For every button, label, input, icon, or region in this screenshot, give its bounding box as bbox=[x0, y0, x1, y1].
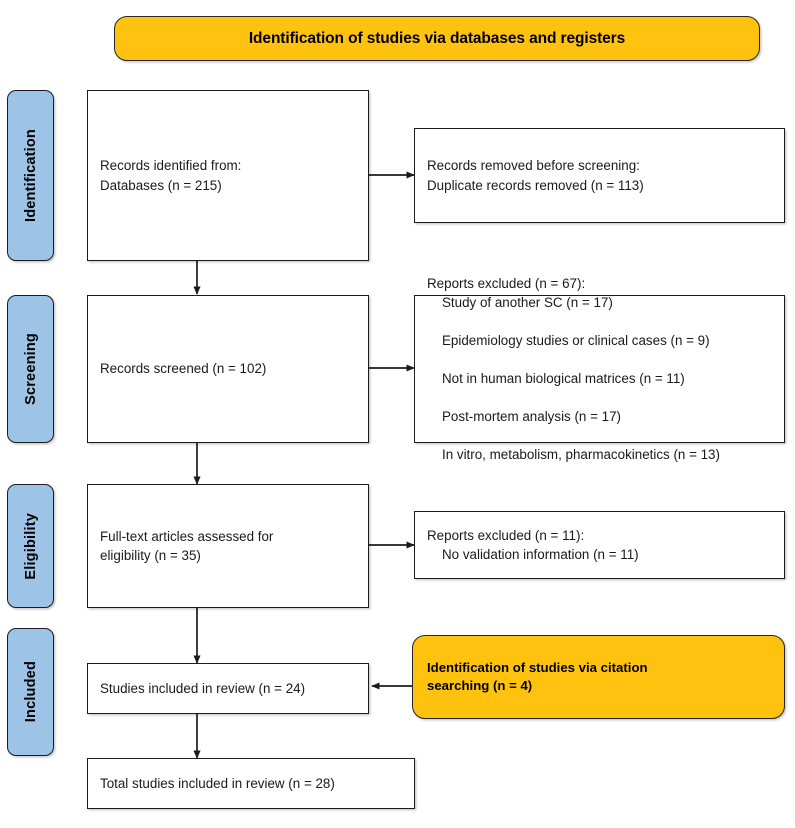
reports-excluded-screening-reason-2: Not in human biological matrices (n = 11… bbox=[442, 371, 685, 386]
box-citation-searching-text: Identification of studies via citation s… bbox=[427, 659, 648, 693]
box-studies-included: Studies included in review (n = 24) bbox=[87, 663, 369, 714]
box-citation-searching: Identification of studies via citation s… bbox=[412, 635, 785, 719]
box-total-included: Total studies included in review (n = 28… bbox=[87, 758, 415, 809]
box-records-identified: Records identified from: Databases (n = … bbox=[87, 90, 369, 261]
box-reports-excluded-screening: Reports excluded (n = 67): Study of anot… bbox=[414, 276, 785, 462]
stage-label-screening-text: Screening bbox=[22, 333, 39, 405]
reports-excluded-screening-reason-4: In vitro, metabolism, pharmacokinetics (… bbox=[442, 447, 720, 463]
box-records-screened: Records screened (n = 102) bbox=[87, 295, 369, 443]
box-records-removed-text: Records removed before screening: Duplic… bbox=[427, 158, 644, 193]
box-studies-included-text: Studies included in review (n = 24) bbox=[100, 680, 306, 696]
box-records-screened-text: Records screened (n = 102) bbox=[100, 361, 267, 377]
stage-label-eligibility-text: Eligibility bbox=[22, 512, 39, 580]
stage-label-included: Included bbox=[7, 628, 54, 756]
stage-label-identification: Identification bbox=[7, 90, 54, 261]
reports-excluded-screening-reason-0: Study of another SC (n = 17) bbox=[442, 294, 613, 310]
box-records-identified-text: Records identified from: Databases (n = … bbox=[100, 158, 242, 193]
reports-excluded-screening-heading: Reports excluded (n = 67): bbox=[427, 275, 586, 291]
reports-excluded-eligibility-heading: Reports excluded (n = 11): bbox=[427, 527, 585, 543]
box-fulltext-assessed-text: Full-text articles assessed for eligibil… bbox=[100, 528, 274, 563]
header-banner-label: Identification of studies via databases … bbox=[248, 29, 626, 47]
reports-excluded-screening-reason-1: Epidemiology studies or clinical cases (… bbox=[442, 332, 710, 348]
stage-label-included-text: Included bbox=[22, 661, 39, 723]
reports-excluded-eligibility-reason-0: No validation information (n = 11) bbox=[442, 547, 639, 562]
box-records-removed: Records removed before screening: Duplic… bbox=[414, 128, 785, 223]
box-reports-excluded-eligibility-body: Reports excluded (n = 11): No validation… bbox=[427, 507, 772, 583]
reports-excluded-screening-reason-3: Post-mortem analysis (n = 17) bbox=[442, 409, 621, 425]
box-fulltext-assessed: Full-text articles assessed for eligibil… bbox=[87, 484, 369, 608]
stage-label-identification-text: Identification bbox=[22, 128, 39, 223]
stage-label-eligibility: Eligibility bbox=[7, 484, 54, 608]
stage-label-screening: Screening bbox=[7, 295, 54, 443]
box-total-included-text: Total studies included in review (n = 28… bbox=[100, 775, 335, 791]
box-reports-excluded-eligibility: Reports excluded (n = 11): No validation… bbox=[414, 511, 785, 579]
header-banner: Identification of studies via databases … bbox=[114, 16, 760, 61]
box-reports-excluded-screening-body: Reports excluded (n = 67): Study of anot… bbox=[427, 255, 772, 483]
